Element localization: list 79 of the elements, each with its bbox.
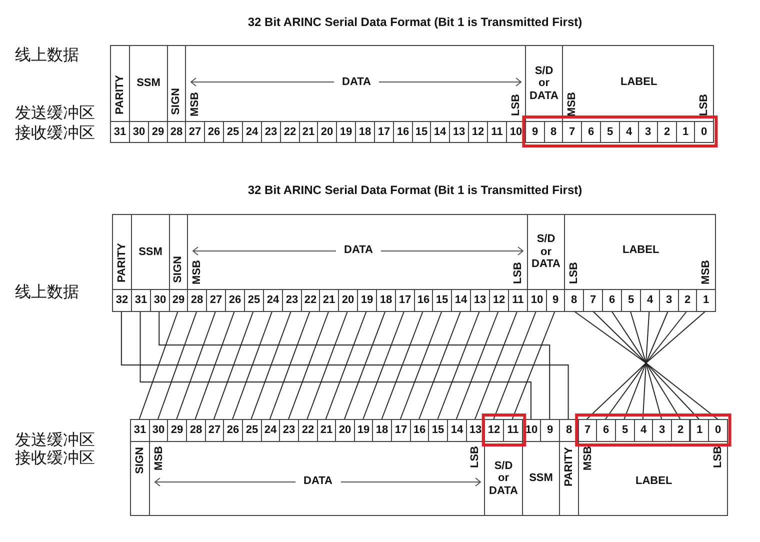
field-cell: [562, 45, 714, 122]
field-cell: [578, 441, 728, 516]
connector-line: [474, 310, 518, 420]
bit-order-label: MSB: [191, 260, 204, 284]
connector-line: [344, 310, 386, 420]
field-name: LABEL: [622, 244, 660, 257]
connector-line: [512, 310, 556, 420]
field-cell: [130, 441, 150, 516]
row-label: 线上数据: [15, 46, 79, 64]
field-cell: [564, 214, 716, 290]
field-name: S/D or DATA: [530, 64, 558, 102]
connector-line: [493, 310, 537, 420]
connector-line: [269, 310, 310, 420]
connector-line: [250, 310, 292, 420]
connector-line: [611, 310, 681, 420]
connector-line: [306, 310, 348, 420]
connector-line: [605, 310, 688, 420]
field-name: SSM: [529, 472, 553, 485]
bit-order-label: MSB: [153, 446, 166, 470]
bit-order-label: MSB: [582, 446, 594, 470]
field-name: S/D or DATA: [489, 460, 518, 498]
field-name: PARITY: [114, 75, 126, 115]
bit-cell: 32: [112, 289, 132, 312]
field-name: S/D or DATA: [532, 233, 560, 271]
field-name: SSM: [138, 246, 162, 258]
connector-line: [232, 310, 273, 420]
field-name: SIGN: [172, 256, 185, 283]
connector-line: [138, 310, 178, 420]
row-label: 接收缓冲区: [15, 124, 95, 142]
bit-cell: 31: [130, 419, 150, 442]
field-name: SIGN: [170, 88, 183, 115]
connector-line: [194, 310, 236, 420]
connector-line: [418, 310, 462, 420]
field-name: PARITY: [562, 447, 576, 487]
connector-line: [213, 310, 254, 420]
bit-cell: 1: [696, 289, 716, 312]
field-name: SSM: [136, 77, 160, 90]
connector-line: [456, 310, 499, 420]
row-label: 发送缓冲区: [15, 431, 95, 449]
field-name: SIGN: [134, 447, 146, 474]
connector-line: [400, 310, 442, 420]
bit-cell: 31: [110, 121, 130, 143]
field-name: LABEL: [636, 475, 672, 488]
diagram-title: 32 Bit ARINC Serial Data Format (Bit 1 is Transmitted First): [248, 15, 582, 29]
connector-line: [630, 310, 662, 420]
bit-order-label: LSB: [510, 94, 522, 116]
row-label: 发送缓冲区: [15, 104, 95, 122]
bit-order-label: MSB: [700, 260, 712, 284]
connector-line: [325, 310, 367, 420]
field-name: LABEL: [620, 76, 658, 88]
connector-line: [176, 310, 216, 420]
bit-order-label: LSB: [468, 446, 481, 468]
bit-cell: 0: [708, 419, 728, 442]
panel-title: 32 Bit ARINC Serial Data Format (Bit 1 is Transmitted First): [248, 183, 582, 197]
field-cell: [112, 214, 132, 290]
bit-order-label: MSB: [189, 92, 202, 116]
connector-line: [288, 310, 330, 420]
bit-order-label: LSB: [568, 262, 580, 284]
field-name: DATA: [344, 244, 373, 257]
connector-line: [624, 310, 669, 420]
bit-order-label: MSB: [566, 92, 578, 116]
connector-line: [642, 310, 650, 420]
bit-cell: 0: [694, 121, 714, 143]
row-label: 接收缓冲区: [15, 449, 95, 467]
connector-line: [362, 310, 405, 420]
connector-line: [573, 310, 718, 420]
connector-line: [157, 310, 198, 420]
bit-order-label: LSB: [512, 262, 524, 284]
connector-line: [381, 310, 424, 420]
bit-order-label: LSB: [712, 446, 724, 468]
bit-cell: 1: [690, 419, 709, 442]
connector-line: [437, 310, 480, 420]
row-label: 线上数据: [15, 283, 79, 301]
field-name: PARITY: [116, 243, 128, 283]
bit-cell: 2: [671, 419, 690, 442]
field-name: DATA: [342, 76, 371, 88]
field-name: DATA: [304, 475, 332, 488]
field-cell: [110, 45, 130, 122]
bit-order-label: LSB: [698, 94, 710, 116]
